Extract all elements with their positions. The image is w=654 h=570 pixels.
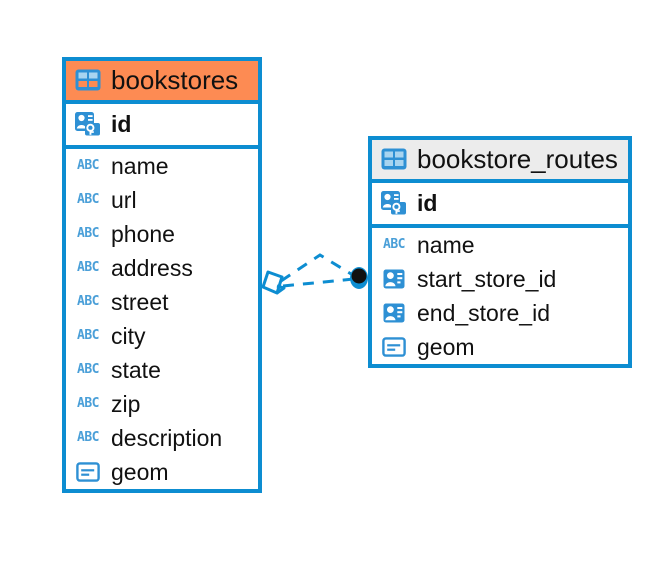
field-row[interactable]: ABC address [66, 251, 258, 285]
relationship-circle-endpoint [350, 267, 368, 289]
field-label: url [111, 187, 137, 213]
abc-text-icon: ABC [77, 260, 99, 275]
field-row[interactable]: ABC url [66, 183, 258, 217]
relationship-diamond-endpoint [261, 270, 286, 295]
field-row-id[interactable]: id [372, 183, 628, 228]
field-row[interactable]: geom [66, 455, 258, 489]
field-row[interactable]: start_store_id [372, 262, 628, 296]
field-list-bookstores: ABC name ABC url ABC phone ABC ad [66, 149, 258, 489]
relationship-line-lower [282, 277, 355, 288]
field-row[interactable]: geom [372, 330, 628, 364]
field-label: phone [111, 221, 175, 247]
table-icon [380, 145, 408, 173]
field-label: geom [111, 459, 169, 485]
field-row-id[interactable]: id [66, 104, 258, 149]
field-row[interactable]: ABC description [66, 421, 258, 455]
field-label: street [111, 289, 169, 315]
entity-table-bookstores[interactable]: bookstores id A [62, 57, 262, 493]
field-label: zip [111, 391, 141, 417]
abc-text-icon: ABC [77, 158, 99, 173]
field-row[interactable]: ABC city [66, 319, 258, 353]
entity-title: bookstores [111, 65, 239, 95]
field-list-bookstore-routes: ABC name start_store_id [372, 228, 628, 364]
abc-text-icon: ABC [383, 237, 405, 252]
abc-text-icon: ABC [77, 294, 99, 309]
abc-text-icon: ABC [77, 328, 99, 343]
field-row[interactable]: ABC street [66, 285, 258, 319]
entity-header-bookstore-routes[interactable]: bookstore_routes [372, 140, 628, 183]
foreign-key-icon [380, 299, 408, 327]
field-row[interactable]: ABC name [66, 149, 258, 183]
field-row[interactable]: ABC phone [66, 217, 258, 251]
entity-title: bookstore_routes [417, 144, 618, 174]
relationship-line-upper [280, 253, 357, 283]
field-label: name [111, 153, 169, 179]
primary-key-icon [380, 189, 408, 217]
table-icon [74, 66, 102, 94]
foreign-key-icon [380, 265, 408, 293]
entity-table-bookstore-routes[interactable]: bookstore_routes id [368, 136, 632, 368]
field-label: start_store_id [417, 266, 557, 292]
geometry-icon [380, 333, 408, 361]
field-label: id [111, 111, 132, 137]
abc-text-icon: ABC [77, 430, 99, 445]
field-row[interactable]: ABC name [372, 228, 628, 262]
entity-header-bookstores[interactable]: bookstores [66, 61, 258, 104]
geometry-icon [74, 458, 102, 486]
field-label: end_store_id [417, 300, 550, 326]
abc-text-icon: ABC [77, 396, 99, 411]
abc-text-icon: ABC [77, 226, 99, 241]
abc-text-icon: ABC [77, 362, 99, 377]
primary-key-icon [74, 110, 102, 138]
field-row[interactable]: end_store_id [372, 296, 628, 330]
field-row[interactable]: ABC zip [66, 387, 258, 421]
field-label: description [111, 425, 223, 451]
field-label: state [111, 357, 161, 383]
field-label: id [417, 190, 438, 216]
field-label: address [111, 255, 193, 281]
field-label: geom [417, 334, 475, 360]
field-label: city [111, 323, 146, 349]
field-row[interactable]: ABC state [66, 353, 258, 387]
abc-text-icon: ABC [77, 192, 99, 207]
field-label: name [417, 232, 475, 258]
